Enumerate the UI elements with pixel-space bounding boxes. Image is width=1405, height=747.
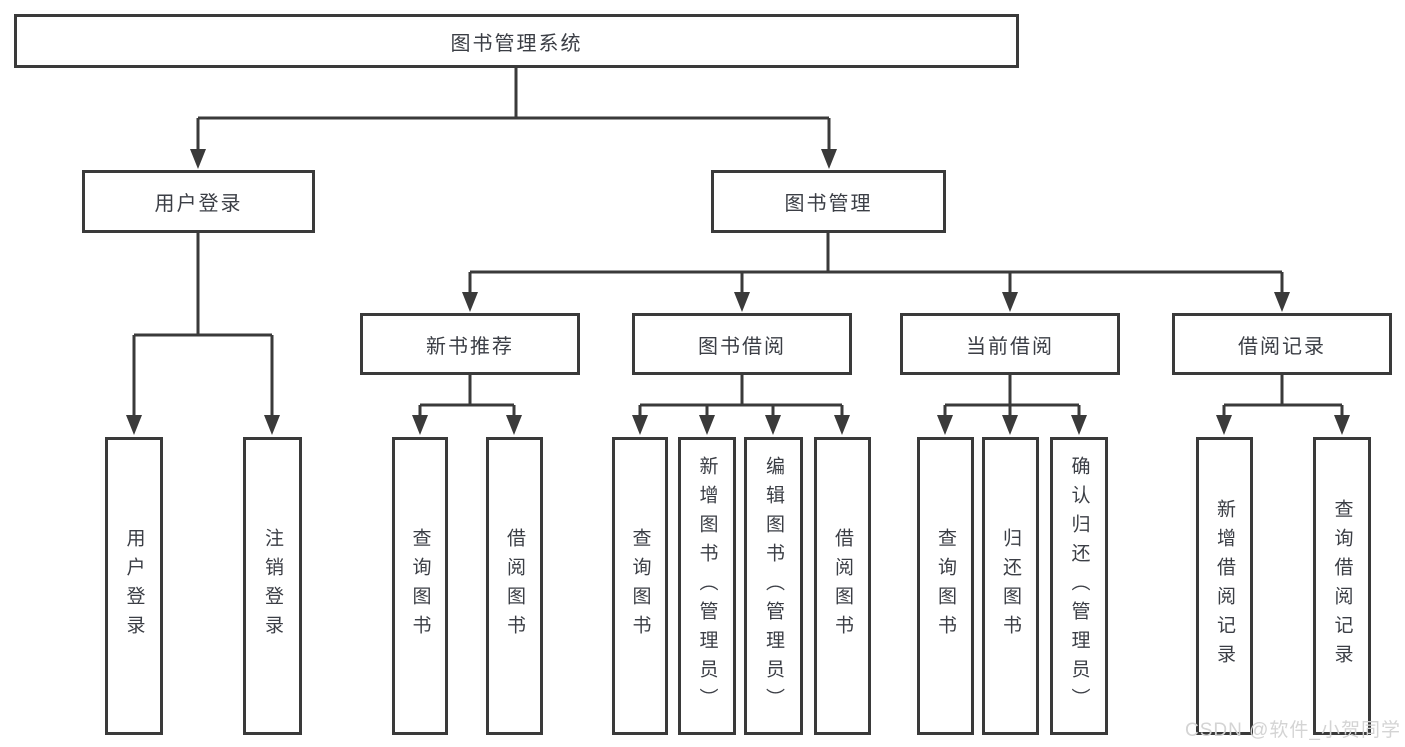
arrowheads [126,149,1350,435]
connector-root-to-level2 [196,67,831,151]
connector-user-login-branch [132,231,274,416]
node-library-system-root: 图书管理系统 [14,14,1019,68]
arrow-down-icon [699,415,715,435]
arrow-down-icon [412,415,428,435]
node-borrow-books-borrowing: 借阅图书 [814,437,871,735]
arrow-down-icon [765,415,781,435]
leaf-label: 查询图书 [409,528,431,644]
leaf-label: 新增借阅记录 [1214,499,1235,673]
connector-book-borrow-branch [638,373,844,416]
node-user-login: 用户登录 [105,437,163,735]
arrow-down-icon [190,149,206,169]
node-current-borrowing: 当前借阅 [900,313,1120,375]
arrow-down-icon [264,415,280,435]
arrow-down-icon [821,149,837,169]
csdn-watermark: CSDN @软件_小贺同学 [1185,720,1401,741]
node-user-login-group: 用户登录 [82,170,315,233]
node-edit-books-admin: 编辑图书（管理员） [744,437,803,735]
node-query-borrow-record: 查询借阅记录 [1313,437,1371,735]
connector-current-borrow-branch [943,373,1081,416]
node-query-books-borrowing: 查询图书 [612,437,668,735]
arrow-down-icon [1216,415,1232,435]
arrow-down-icon [1002,415,1018,435]
arrow-down-icon [1274,292,1290,312]
leaf-label: 查询图书 [935,528,956,644]
arrow-down-icon [1002,292,1018,312]
leaf-label: 归还图书 [1000,528,1021,644]
node-book-management-group: 图书管理 [711,170,946,233]
arrow-down-icon [937,415,953,435]
connector-book-mgmt-branch [468,231,1284,293]
leaf-label: 用户登录 [123,528,145,644]
node-confirm-return-admin: 确认归还（管理员） [1050,437,1108,735]
node-add-books-admin: 新增图书（管理员） [678,437,736,735]
node-query-books-newbook: 查询图书 [392,437,448,735]
node-book-borrowing: 图书借阅 [632,313,852,375]
arrow-down-icon [506,415,522,435]
connector-new-book-branch [418,373,516,416]
leaf-label: 确认归还（管理员） [1068,455,1090,717]
leaf-label: 编辑图书（管理员） [763,455,784,717]
leaf-label: 新增图书（管理员） [696,455,718,717]
arrow-down-icon [462,292,478,312]
leaf-label: 借阅图书 [832,528,853,644]
node-logout: 注销登录 [243,437,302,735]
leaf-label: 查询借阅记录 [1331,499,1353,673]
node-borrowing-records: 借阅记录 [1172,313,1392,375]
arrow-down-icon [834,415,850,435]
arrow-down-icon [632,415,648,435]
node-borrow-books-newbook: 借阅图书 [486,437,543,735]
node-return-books: 归还图书 [982,437,1039,735]
connector-borrow-records-branch [1222,373,1344,416]
node-query-books-current: 查询图书 [917,437,974,735]
arrow-down-icon [1071,415,1087,435]
node-add-borrow-record: 新增借阅记录 [1196,437,1253,735]
arrow-down-icon [734,292,750,312]
arrow-down-icon [126,415,142,435]
leaf-label: 查询图书 [629,528,651,644]
leaf-label: 注销登录 [262,528,283,644]
leaf-label: 借阅图书 [504,528,525,644]
node-new-book-recommend: 新书推荐 [360,313,580,375]
arrow-down-icon [1334,415,1350,435]
